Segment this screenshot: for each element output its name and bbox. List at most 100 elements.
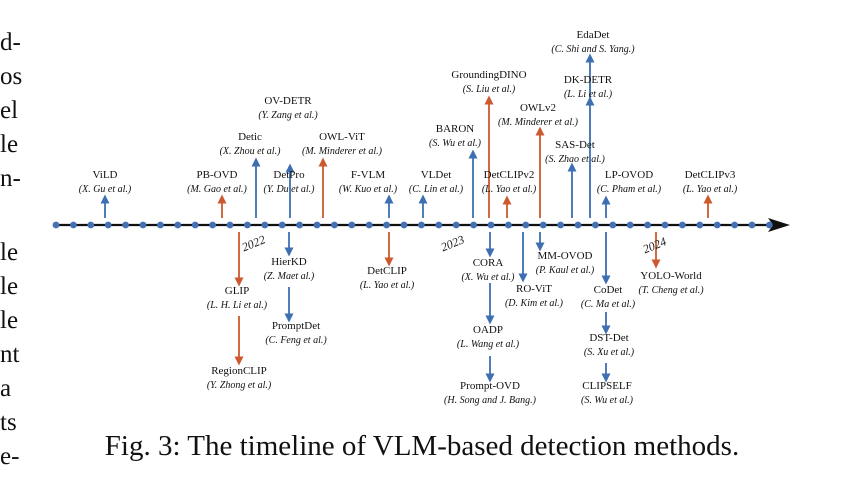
timeline-tick-dot [365,221,373,229]
method-name: GroundingDINO [451,69,526,81]
method-authors: (M. Minderer et al.) [302,146,383,157]
timeline-tick-dot [452,221,460,229]
timeline-tick-dot [261,221,269,229]
left-fragment: le [0,273,19,300]
method-name: OADP [473,324,503,336]
left-fragment: a [0,375,12,402]
method-name: DST-Det [589,332,628,344]
method-name: HierKD [271,256,306,268]
left-fragment: e- [0,443,20,470]
method-name: EdaDet [577,29,610,41]
method-name: VLDet [421,169,452,181]
method-name: PromptDet [272,320,320,332]
method-name: Detic [238,131,262,143]
timeline-tick-dot [487,221,495,229]
method-authors: (S. Wu et al.) [429,138,482,149]
timeline-tick-dot [713,221,721,229]
method-name: OV-DETR [264,95,312,107]
method-name: OWL-ViT [319,131,365,143]
timeline-tick-dot [139,221,147,229]
method-authors: (L. H. Li et al.) [207,300,268,311]
method-authors: (C. Shi and S. Yang.) [551,44,635,55]
method-authors: (L. Yao et al.) [683,184,738,195]
method-name: GLIP [225,285,249,297]
method-authors: (X. Wu et al.) [461,272,515,283]
method-authors: (L. Wang et al.) [457,339,520,350]
method-name: YOLO-World [640,270,702,282]
method-name: MM-OVOD [538,250,593,262]
timeline-tick-dot [435,221,443,229]
method-name: BARON [436,123,475,135]
method-authors: (C. Lin et al.) [409,184,464,195]
method-authors: (T. Cheng et al.) [638,285,704,296]
timeline-tick-dot [87,221,95,229]
timeline-tick-dot [418,221,425,229]
year-label: 2022 [240,232,267,254]
method-authors: (H. Song and J. Bang.) [444,395,537,406]
method-authors: (X. Zhou et al.) [220,146,281,157]
left-fragment: d- [0,29,21,56]
timeline-tick-dot [52,221,60,229]
timeline-tick-dot [522,221,530,229]
timeline-axis-arrowhead [768,218,790,232]
method-authors: (Y. Zhong et al.) [207,380,272,391]
method-authors: (L. Li et al.) [564,89,613,100]
timeline-tick-dot [191,221,199,229]
timeline-tick-dot [296,221,303,229]
method-name: SAS-Det [555,139,595,151]
method-name: RO-ViT [516,283,552,295]
left-fragment: le [0,239,19,266]
timeline-tick-dot [539,221,547,229]
timeline-tick-dot [574,221,582,229]
timeline-tick-dot [592,221,599,229]
method-name: DetCLIPv2 [484,169,535,181]
timeline-tick-dot [505,221,512,229]
method-authors: (L. Yao et al.) [482,184,537,195]
timeline-tick-dot [70,221,77,229]
method-name: PB-OVD [197,169,238,181]
method-name: ViLD [92,169,117,181]
method-name: LP-OVOD [605,169,653,181]
timeline-tick-dot [679,221,686,229]
method-authors: (S. Zhao et al.) [545,154,605,165]
method-name: CoDet [594,284,623,296]
left-fragment: nt [0,341,20,368]
figure-caption: Fig. 3: The timeline of VLM-based detect… [104,430,740,462]
timeline-tick-dot [313,221,321,229]
timeline-tick-dot [174,221,182,229]
method-name: OWLv2 [520,102,556,114]
method-authors: (S. Liu et al.) [463,84,516,95]
timeline-tick-dot [731,221,738,229]
timeline-tick-dot [157,221,164,229]
method-authors: (C. Pham et al.) [597,184,662,195]
method-authors: (L. Yao et al.) [360,280,415,291]
timeline-tick-dot [696,221,704,229]
method-authors: (M. Gao et al.) [187,184,247,195]
method-name: DetCLIP [367,265,407,277]
timeline-tick-dot [104,221,112,229]
method-authors: (P. Kaul et al.) [536,265,595,276]
method-name: F-VLM [351,169,385,181]
method-authors: (Z. Maet al.) [264,271,315,282]
timeline-tick-dot [661,221,669,229]
method-authors: (C. Feng et al.) [265,335,327,346]
timeline-tick-dot [644,221,651,229]
year-label: 2024 [641,234,668,256]
timeline-tick-dot [278,221,286,229]
method-authors: (C. Ma et al.) [581,299,636,310]
method-authors: (X. Gu et al.) [79,184,132,195]
method-name: RegionCLIP [211,365,267,377]
left-fragment: le [0,307,19,334]
timeline-tick-dot [226,221,234,229]
left-fragment: le [0,131,19,158]
timeline-tick-dot [331,221,338,229]
method-authors: (S. Xu et al.) [584,347,635,358]
timeline-tick-dot [766,221,773,229]
timeline-tick-dot [626,221,634,229]
method-name: DetPro [273,169,305,181]
method-authors: (Y. Du et al.) [263,184,315,195]
left-fragment: n- [0,165,21,192]
method-authors: (S. Wu et al.) [581,395,634,406]
